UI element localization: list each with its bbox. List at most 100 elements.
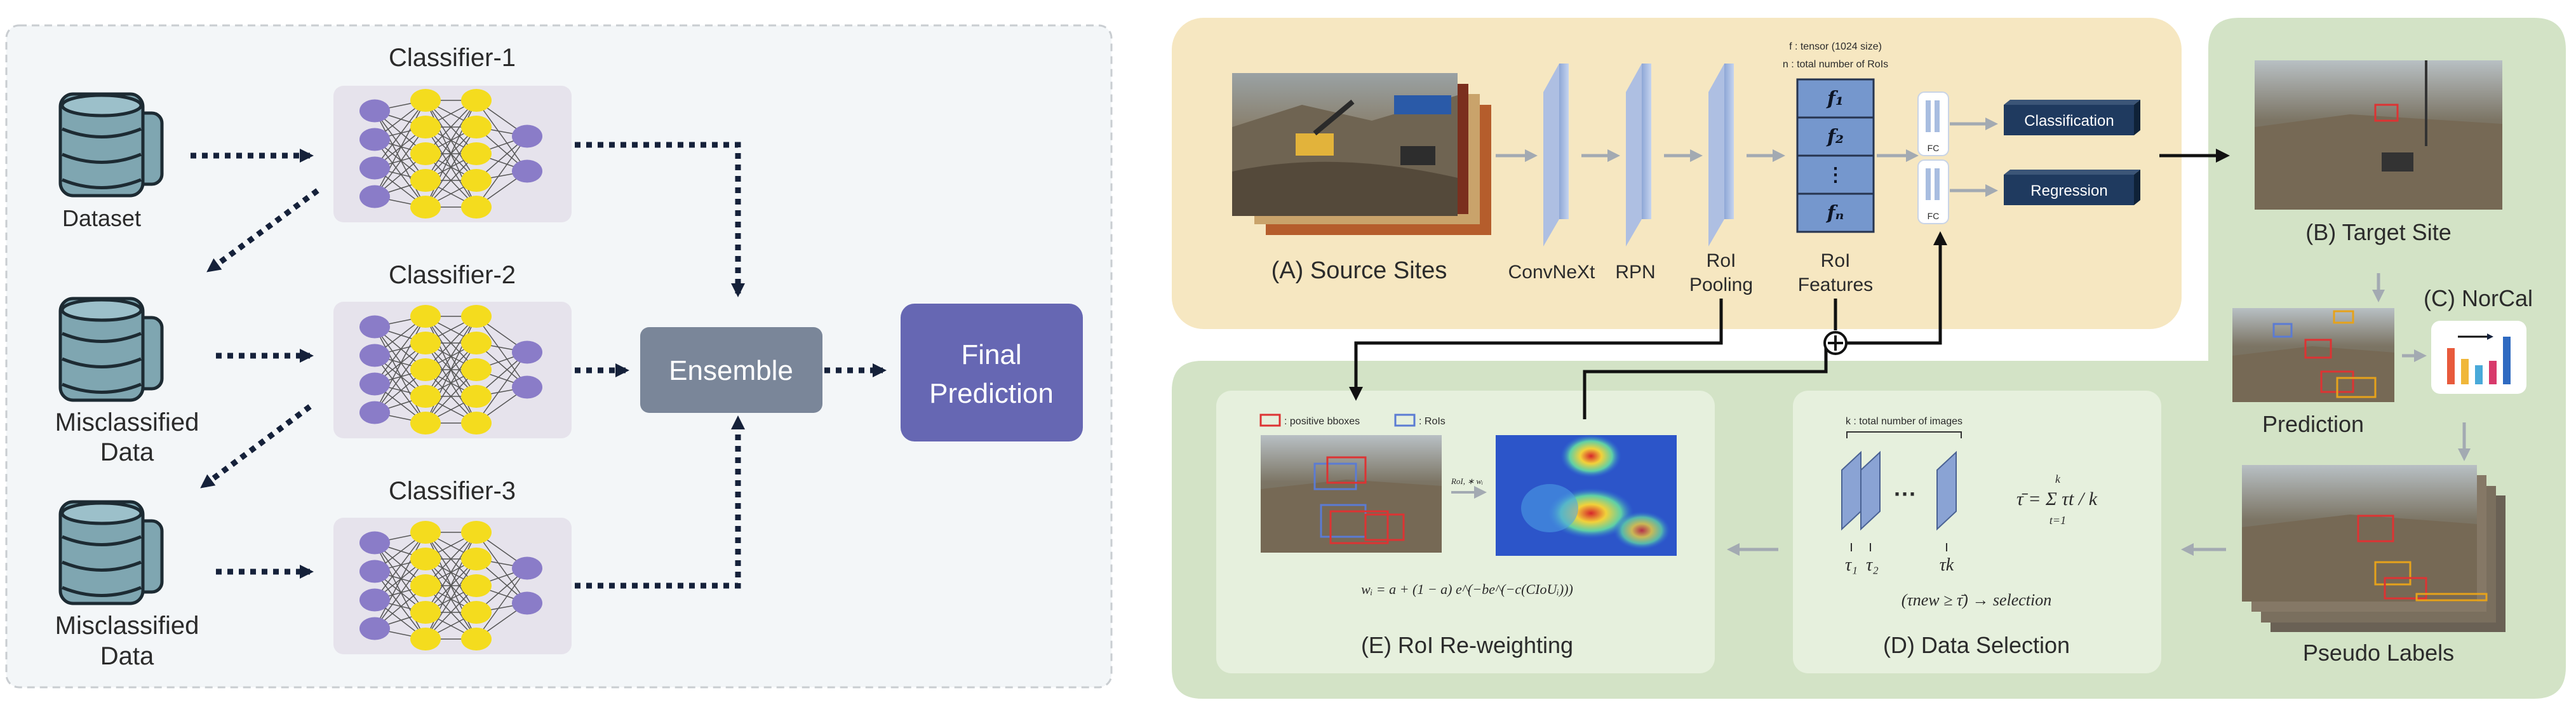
- feature-ellipsis: ⋮: [1826, 164, 1845, 186]
- source-site-images: [1232, 73, 1491, 235]
- classification-label: Classification: [2024, 112, 2114, 130]
- neuron: [410, 601, 441, 624]
- rois-note: n : total number of RoIs: [1783, 59, 1888, 70]
- roi-heatmap: [1496, 434, 1677, 556]
- misclassified-data-label-2a: Misclassified: [55, 612, 199, 640]
- neuron: [410, 332, 441, 354]
- convnext-label: ConvNeXt: [1508, 262, 1595, 283]
- arrow-heatmap-to-fc: [1583, 231, 1947, 419]
- neuron: [410, 358, 441, 381]
- fc-block-2: [1917, 159, 1949, 224]
- misclassified-data-database-icon-1: [58, 297, 164, 402]
- neuron: [359, 156, 390, 180]
- selection-formula: (τnew ≥ τ̄) → selection: [1902, 591, 2052, 609]
- fc-label-1: FC: [1928, 143, 1940, 153]
- neuron: [359, 617, 390, 640]
- neuron: [410, 385, 441, 408]
- neuron: [512, 375, 542, 399]
- pseudo-labels-images: [2242, 465, 2506, 632]
- final-prediction-label-2: Prediction: [929, 378, 1054, 409]
- tau-k: τk: [1940, 555, 1954, 575]
- classification-box: [2004, 100, 2140, 135]
- legend-positive-label: : positive bboxes: [1284, 416, 1360, 427]
- neural-network-1: [359, 89, 542, 219]
- misclassified-data-label-1b: Data: [100, 438, 154, 466]
- mean-formula: τ̄ = Σ τt / k: [2016, 488, 2098, 509]
- tau-2: τ₂: [1866, 555, 1879, 575]
- roi-feature-column: [1796, 78, 1875, 233]
- neuron: [461, 385, 492, 408]
- neuron: [359, 531, 390, 555]
- sum-upper-limit: k: [2055, 473, 2061, 485]
- neuron: [512, 159, 542, 183]
- ensemble-label: Ensemble: [669, 355, 793, 386]
- neuron: [410, 574, 441, 597]
- neuron: [461, 116, 492, 138]
- prediction-image: [2232, 308, 2394, 402]
- neuron: [461, 628, 492, 650]
- neuron: [461, 332, 492, 354]
- classifier-1-title: Classifier-1: [389, 44, 516, 72]
- neuron: [410, 196, 441, 219]
- regression-box: [2004, 170, 2140, 205]
- neural-network-3: [359, 521, 542, 650]
- neuron: [461, 412, 492, 434]
- arrow-roi-pooling-to-reweighting: [1349, 299, 1723, 401]
- roi-arrow-label: RoI, ∗ wᵢ: [1451, 476, 1483, 486]
- neural-network-2: [359, 305, 542, 434]
- prediction-label: Prediction: [2262, 411, 2364, 437]
- neuron: [461, 521, 492, 544]
- feature-f2: f₂: [1826, 126, 1844, 148]
- data-selection-label: (D) Data Selection: [1883, 632, 2070, 658]
- neuron: [359, 560, 390, 583]
- neuron: [410, 628, 441, 650]
- neuron: [461, 196, 492, 219]
- convnext-layer: [1543, 64, 1569, 246]
- roi-reweighting-label: (E) RoI Re-weighting: [1361, 632, 1573, 658]
- roi-pooling-label-1: RoI: [1707, 250, 1736, 271]
- neuron: [461, 305, 492, 328]
- arrow-classifier-3-to-ensemble: [575, 415, 745, 589]
- dataset-database-icon: [58, 92, 164, 198]
- roi-pooling-label-2: Pooling: [1689, 274, 1753, 295]
- sum-lower-limit: t=1: [2049, 514, 2066, 527]
- neuron: [410, 548, 441, 570]
- misclassified-data-label-2b: Data: [100, 642, 154, 670]
- fc-label-2: FC: [1928, 211, 1940, 221]
- planes-ellipsis: ···: [1894, 481, 1917, 507]
- norcal-chart-icon: [2431, 321, 2526, 394]
- neuron: [410, 305, 441, 328]
- final-prediction-label-1: Final: [961, 339, 1021, 370]
- legend-rois-swatch: [1394, 414, 1416, 427]
- final-prediction-box: [901, 304, 1083, 441]
- neuron: [410, 89, 441, 112]
- feature-fn: fₙ: [1826, 202, 1844, 224]
- neuron: [512, 125, 542, 148]
- ensemble-box: [640, 327, 822, 413]
- source-sites-label: (A) Source Sites: [1271, 257, 1447, 284]
- dataset-label: Dataset: [62, 205, 141, 231]
- misclassified-data-label-1a: Misclassified: [55, 408, 199, 436]
- neuron: [512, 340, 542, 364]
- neural-networks: [359, 89, 542, 650]
- neuron: [359, 372, 390, 396]
- neuron: [359, 344, 390, 367]
- arrow-classifier-1-to-ensemble: [575, 142, 745, 297]
- roi-input-image: [1261, 435, 1442, 553]
- neuron: [461, 548, 492, 570]
- neuron: [461, 89, 492, 112]
- roi-features-label-1: RoI: [1821, 250, 1851, 271]
- neuron: [461, 169, 492, 192]
- target-site-image: [2255, 60, 2502, 210]
- neuron: [359, 128, 390, 151]
- regression-label: Regression: [2030, 182, 2107, 199]
- neuron: [359, 99, 390, 123]
- neuron: [359, 185, 390, 208]
- legend-rois-label: : RoIs: [1419, 416, 1446, 427]
- neuron: [410, 412, 441, 434]
- neuron: [461, 601, 492, 624]
- weight-formula: wᵢ = a + (1 − a) e^(−be^(−c(CIoUᵢ))): [1361, 581, 1573, 597]
- misclassified-data-database-icon-2: [58, 500, 164, 605]
- neuron: [461, 142, 492, 165]
